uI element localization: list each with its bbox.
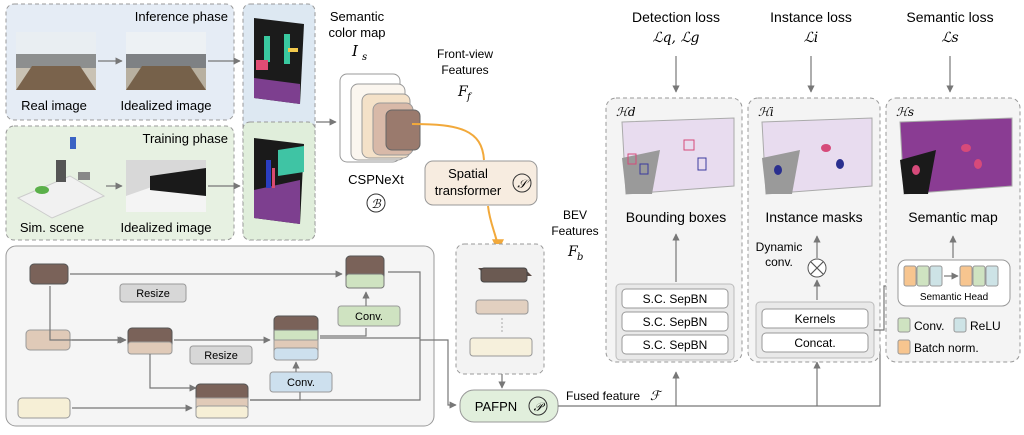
bev-arrow	[487, 205, 504, 252]
pafpn-label: PAFPN	[475, 399, 517, 414]
semantic-map-training	[254, 138, 304, 224]
detection-loss-label: Detection loss	[632, 9, 720, 25]
dynamic-conv-label-2: conv.	[765, 255, 793, 269]
spatial-transformer-label-2: transformer	[435, 183, 502, 198]
cspnext-label: CSPNeXt	[348, 172, 404, 187]
spatial-transformer-symbol-circle	[512, 173, 532, 193]
legend-batch-norm-swatch	[897, 339, 911, 355]
fpn-panel: Resize Resize Conv. Conv.	[5, 245, 435, 427]
detection-bev-map	[621, 117, 735, 195]
instance-bev-map	[761, 117, 873, 195]
bev-subscript: b	[577, 252, 583, 263]
training-phase-label: Training phase	[142, 131, 228, 146]
semantic-loss-math: ℒs	[941, 30, 958, 46]
semantic-map-title: Semantic map	[908, 209, 998, 225]
legend-conv-swatch	[897, 317, 911, 333]
fused-feature-label: Fused feature	[566, 389, 640, 403]
semantic-head-block: Semantic Head	[897, 259, 1011, 307]
detection-loss-math: ℒq, ℒg	[653, 30, 700, 46]
bev-label-1: BEV	[563, 208, 587, 222]
legend-relu-swatch	[953, 317, 967, 333]
semantic-map-panel	[242, 3, 316, 241]
sim-scene-thumbnail	[16, 137, 106, 219]
kernels-label: Kernels	[795, 312, 836, 326]
semantic-map-title-1: Semantic	[330, 9, 385, 24]
idealized-image-bottom-thumbnail	[126, 160, 206, 212]
legend-batch-norm-label: Batch norm.	[914, 341, 979, 355]
pafpn-box: PAFPN 𝒫	[459, 389, 559, 423]
inference-panel: Inference phase Real image Idealized ima…	[5, 3, 235, 121]
fpn-input-high	[29, 263, 69, 285]
spatial-transformer-label-1: Spatial	[448, 166, 488, 181]
idealized-image-bottom-label: Idealized image	[120, 220, 211, 235]
instance-head-symbol: ℋi	[758, 105, 774, 119]
sepbn-layer-3: S.C. SepBN	[643, 338, 708, 352]
front-view-subscript: f	[466, 92, 473, 103]
front-view-symbol: F	[457, 84, 469, 100]
semantic-head-panel: ℋs Semantic map Semantic Head Conv. ReLU	[885, 97, 1021, 363]
spatial-transformer-box: Spatial transformer 𝒮	[424, 160, 538, 206]
pafpn-symbol-circle	[528, 396, 548, 416]
conv-bottom-label: Conv.	[287, 377, 315, 389]
semantic-map-symbol: I	[351, 42, 359, 60]
instance-head-panel: ℋi Instance masks Dynamic conv. Kernels …	[747, 97, 897, 363]
front-view-label-1: Front-view	[437, 47, 493, 61]
semantic-bev-map	[899, 117, 1013, 195]
instance-masks-title: Instance masks	[765, 209, 862, 225]
front-view-label-2: Features	[441, 63, 488, 77]
detection-head-symbol: ℋd	[616, 105, 636, 119]
fused-feature-symbol: ℱ	[650, 389, 663, 404]
semantic-map-title-2: color map	[328, 25, 385, 40]
legend-relu-label: ReLU	[970, 319, 1001, 333]
bev-label-2: Features	[551, 224, 598, 238]
front-view-arrow	[411, 123, 485, 161]
sepbn-layer-1: S.C. SepBN	[643, 292, 708, 306]
backbone-symbol: ℬ	[371, 197, 382, 211]
training-panel: Training phase Sim. scene Idealized imag…	[5, 125, 235, 241]
bounding-boxes-title: Bounding boxes	[626, 209, 726, 225]
sim-scene-label: Sim. scene	[20, 220, 84, 235]
semantic-head-symbol: ℋs	[896, 105, 914, 119]
dynamic-conv-label-1: Dynamic	[756, 240, 803, 254]
real-image-label: Real image	[21, 98, 87, 113]
concat-label: Concat.	[794, 336, 835, 350]
detection-head-panel: ℋd Bounding boxes S.C. SepBN S.C. SepBN …	[605, 97, 743, 363]
instance-loss-label: Instance loss	[770, 9, 852, 25]
bev-feature-stack	[455, 243, 545, 375]
backbone-symbol-circle	[366, 193, 386, 213]
conv-top-label: Conv.	[355, 311, 383, 323]
inference-phase-label: Inference phase	[135, 9, 228, 24]
bev-symbol: F	[567, 244, 579, 260]
semantic-head-label: Semantic Head	[920, 292, 988, 303]
fpn-input-low	[17, 397, 71, 419]
resize-top-label: Resize	[136, 288, 170, 300]
semantic-map-subscript: s	[362, 52, 367, 63]
resize-mid-label: Resize	[204, 350, 238, 362]
cspnext-backbone	[339, 73, 421, 163]
semantic-loss-label: Semantic loss	[906, 9, 993, 25]
idealized-image-top-label: Idealized image	[120, 98, 211, 113]
sepbn-layer-2: S.C. SepBN	[643, 315, 708, 329]
instance-loss-math: ℒi	[804, 30, 819, 46]
semantic-map-inference	[254, 18, 304, 104]
real-image-thumbnail	[16, 32, 96, 90]
legend: Conv. ReLU Batch norm.	[897, 317, 1001, 355]
idealized-image-top-thumbnail	[126, 32, 206, 90]
legend-conv-label: Conv.	[914, 319, 944, 333]
